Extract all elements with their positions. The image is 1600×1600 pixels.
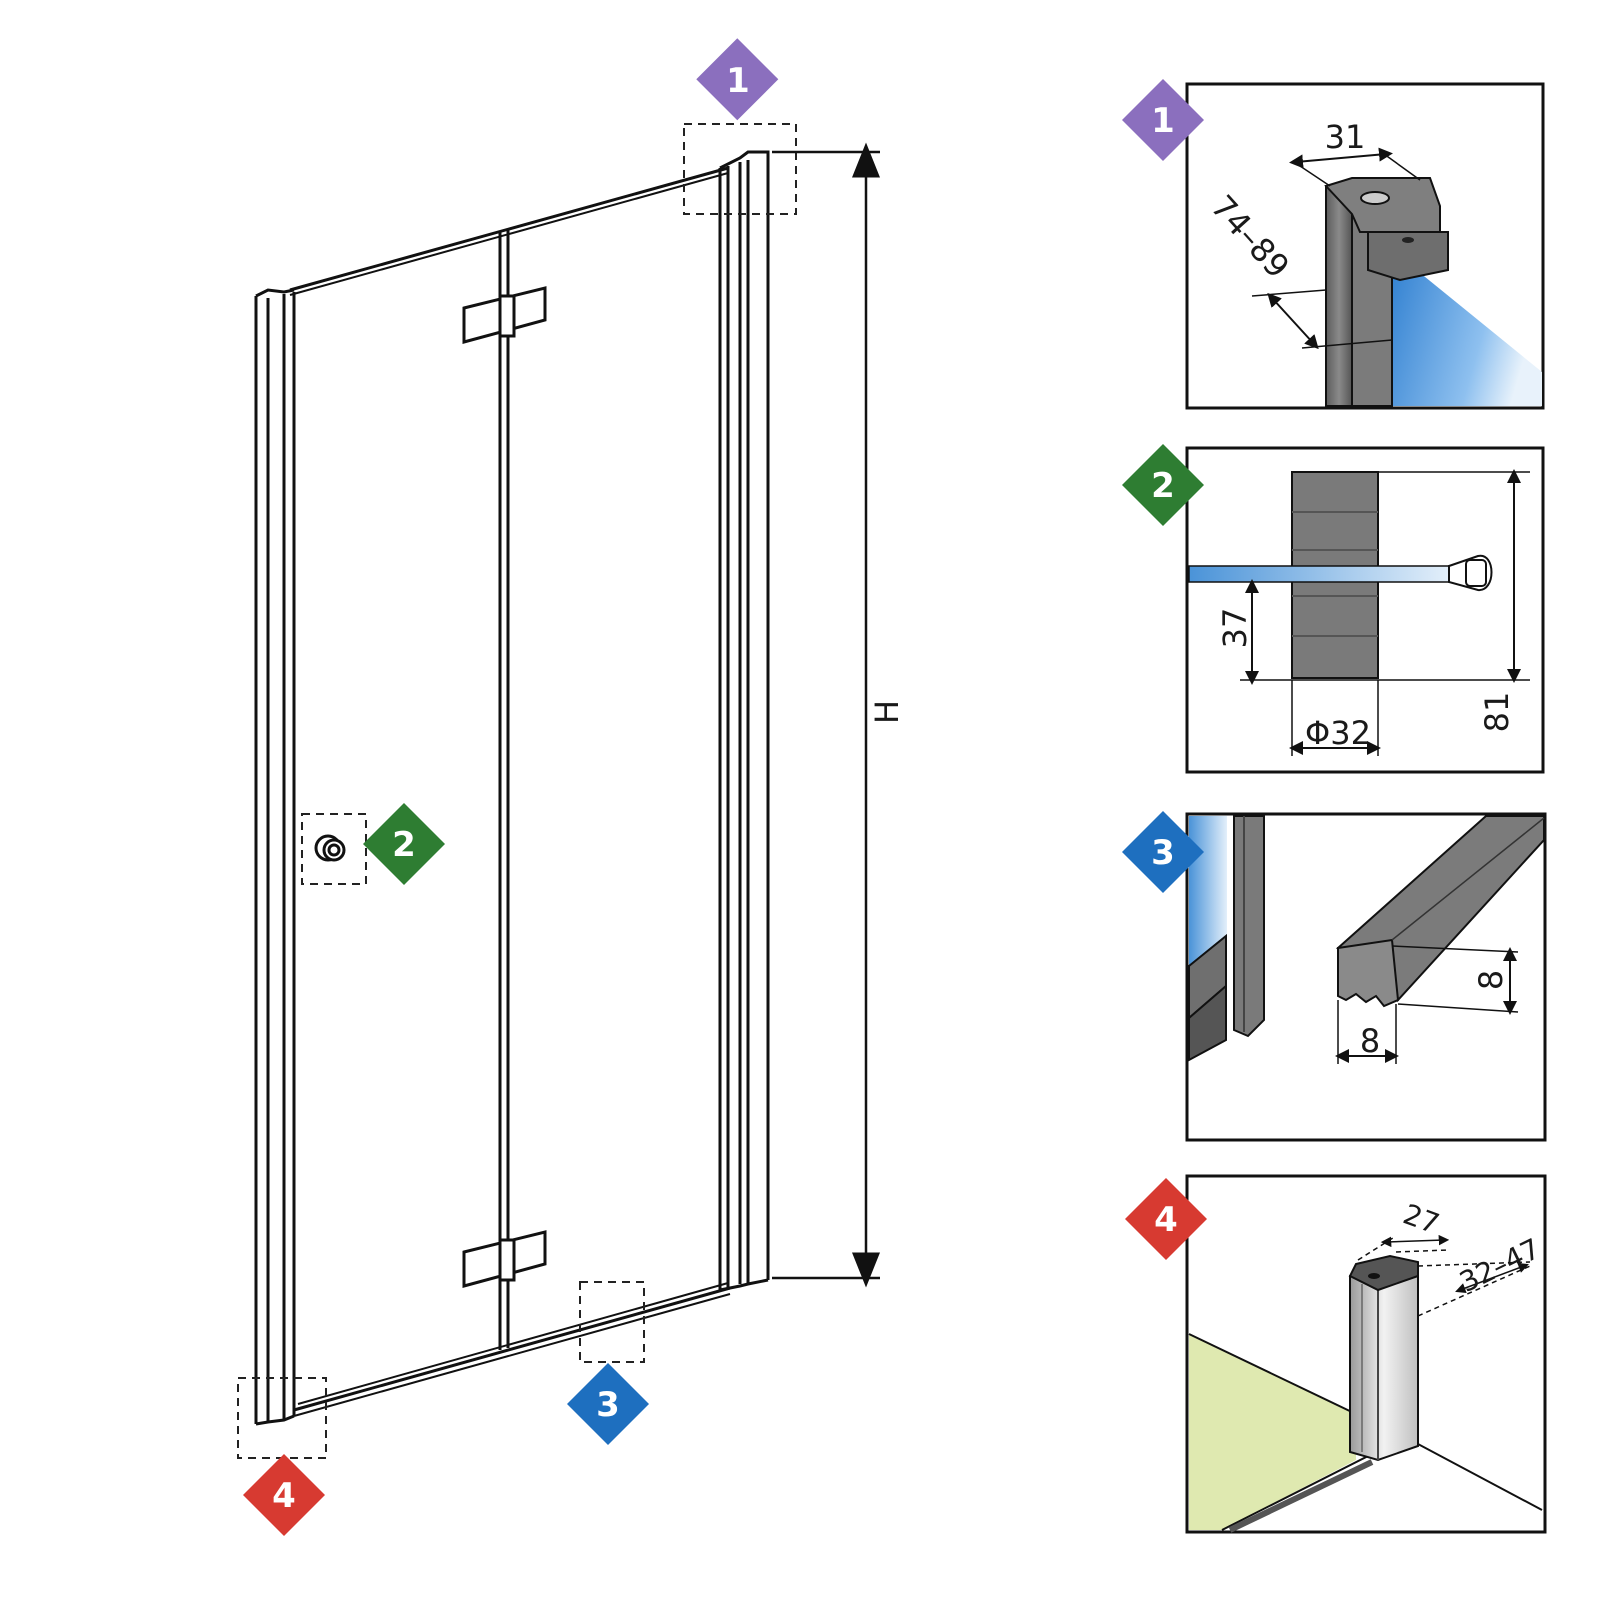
- door-fold-line: [498, 230, 510, 1350]
- callout-box-2: [301, 813, 367, 885]
- detail-1-dim-width: 31: [1325, 118, 1366, 156]
- detail-3-dim-width: 8: [1360, 1022, 1380, 1060]
- svg-text:1: 1: [1151, 101, 1175, 141]
- floor-surface: [1189, 1334, 1356, 1530]
- badge-2-main: 2: [362, 802, 446, 886]
- badge-3-detail: 3: [1121, 810, 1205, 894]
- callout-box-4: [237, 1377, 327, 1459]
- svg-text:3: 3: [596, 1385, 620, 1425]
- callout-box-1: [683, 123, 797, 215]
- badge-4-detail: 4: [1124, 1177, 1208, 1261]
- svg-text:4: 4: [1154, 1200, 1178, 1240]
- badge-3-main: 3: [566, 1362, 650, 1446]
- svg-text:2: 2: [1151, 466, 1175, 506]
- detail-2-dim-total: 81: [1478, 692, 1516, 733]
- door-bottom-edge: [293, 1286, 731, 1412]
- height-label: H: [868, 700, 906, 724]
- detail-2-dim-small: 37: [1216, 608, 1254, 649]
- glass-pane-2: [1188, 565, 1450, 583]
- badge-2-detail: 2: [1121, 443, 1205, 527]
- detail-panel-4: 27 32–47: [1185, 1174, 1547, 1534]
- height-dimension: [772, 142, 880, 1288]
- detail-panel-1: 31 74–89: [1185, 82, 1545, 410]
- svg-text:4: 4: [272, 1476, 296, 1516]
- main-door-drawing: [254, 150, 770, 1426]
- left-wall-profile: [254, 288, 296, 1426]
- callout-box-3: [579, 1281, 645, 1363]
- door-top-edge: [289, 166, 729, 292]
- detail-3-dim-height: 8: [1472, 970, 1510, 990]
- door-knob: [314, 834, 346, 862]
- detail-2-dim-diameter: Φ32: [1305, 714, 1371, 752]
- detail-panel-2: 37 81 Φ32: [1185, 446, 1545, 774]
- svg-text:2: 2: [392, 825, 416, 865]
- detail-panel-3: 8 8: [1185, 812, 1547, 1142]
- badge-1-main: 1: [696, 38, 779, 121]
- svg-text:1: 1: [726, 61, 750, 101]
- glass-pane-1: [1392, 250, 1542, 406]
- svg-text:3: 3: [1151, 833, 1175, 873]
- badge-4-main: 4: [242, 1453, 326, 1537]
- lower-hinge: [462, 1230, 547, 1288]
- upper-hinge: [462, 286, 547, 344]
- right-wall-profile: [718, 150, 770, 1292]
